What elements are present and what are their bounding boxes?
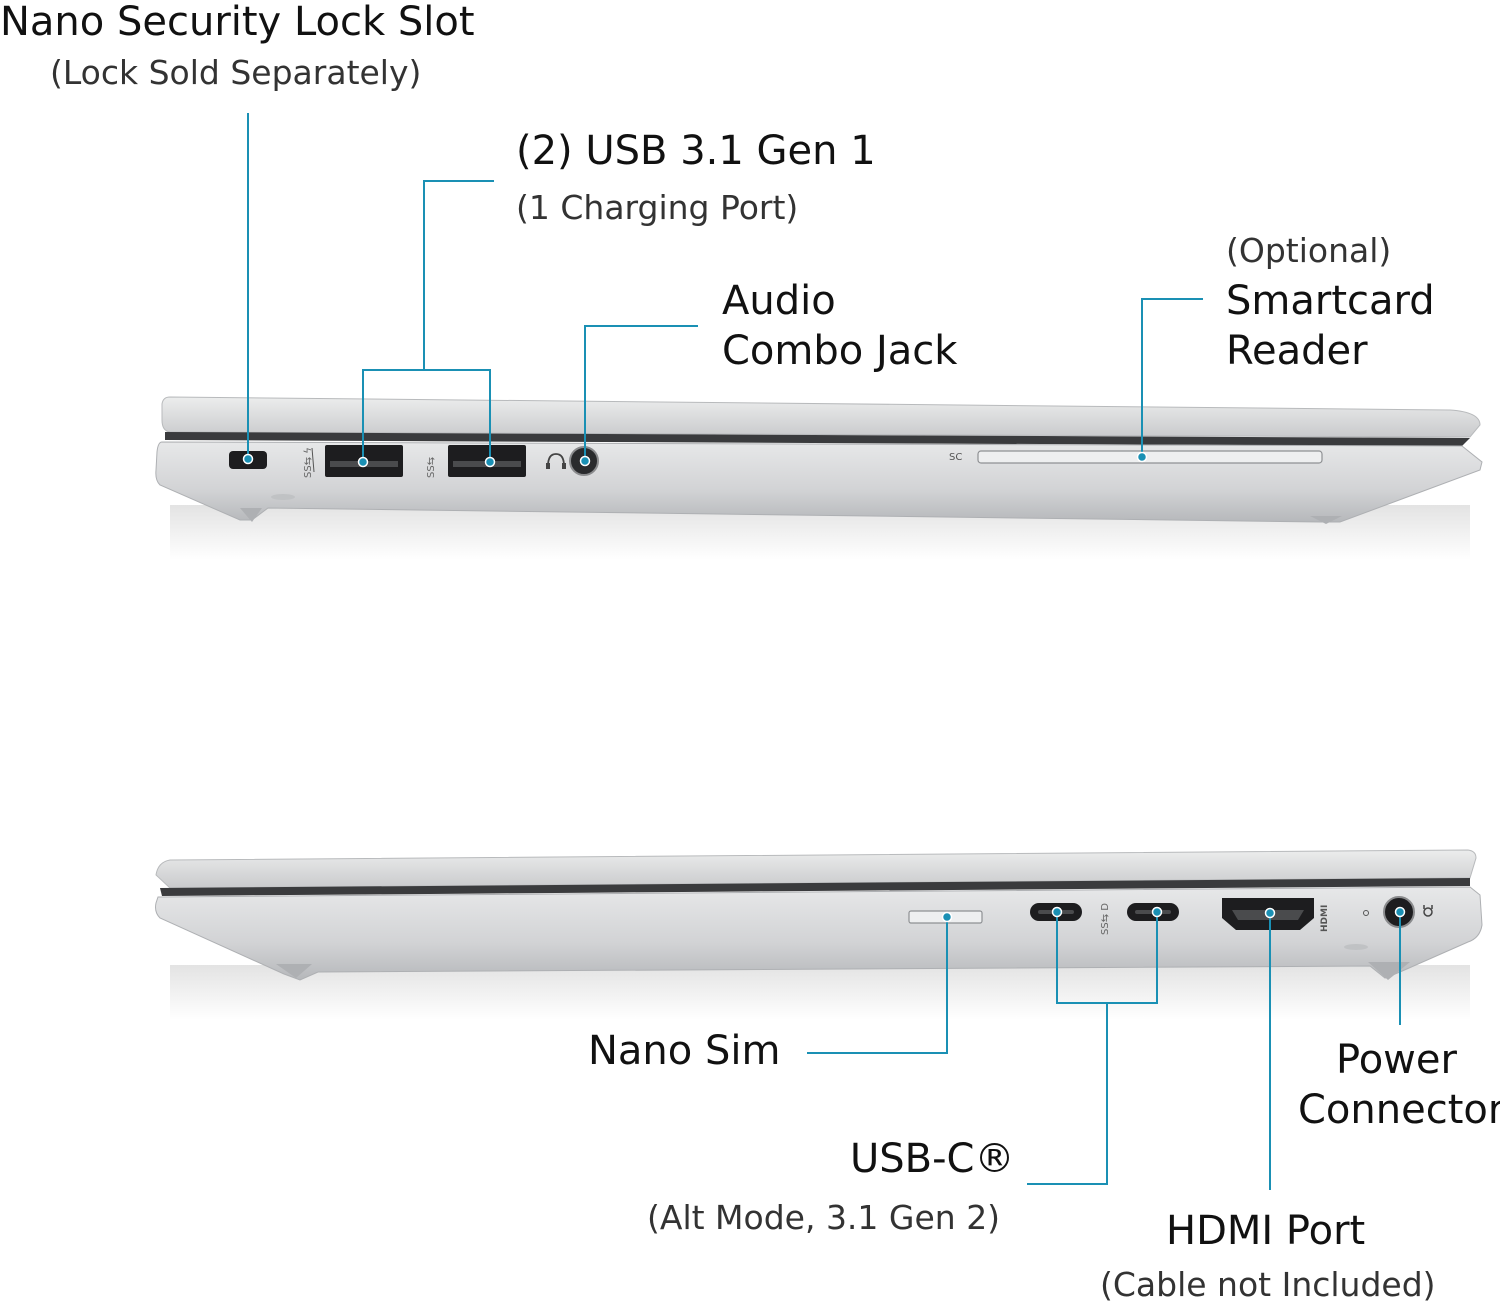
callout-dots — [242, 451, 1406, 923]
lock-slot-subtitle: (Lock Sold Separately) — [50, 53, 422, 92]
power-label-line2: Connector — [1298, 1087, 1500, 1133]
usbc-title: USB-C® — [850, 1136, 1015, 1182]
smartcard-label-line2: Reader — [1226, 328, 1368, 374]
callout-lines — [247, 113, 1401, 1190]
headphone-icon — [546, 453, 566, 469]
smartcard-label-line1: Smartcard — [1226, 278, 1435, 324]
hdmi-mark: HDMI — [1320, 905, 1330, 932]
smartcard-mark: SC — [949, 452, 962, 463]
lock-slot-title: Nano Security Lock Slot — [0, 0, 475, 45]
audio-label-line1: Audio — [722, 278, 836, 324]
usbc-subtitle: (Alt Mode, 3.1 Gen 2) — [647, 1198, 1001, 1237]
smartcard-optional: (Optional) — [1226, 231, 1392, 270]
usb-subtitle: (1 Charging Port) — [516, 188, 799, 227]
power-plug-icon — [1423, 905, 1433, 917]
hdmi-subtitle: (Cable not Included) — [1100, 1265, 1436, 1304]
svg-text:SS⇆ D: SS⇆ D — [1100, 903, 1111, 935]
smartcard-slot — [977, 450, 1323, 464]
power-label-line1: Power — [1336, 1037, 1457, 1083]
svg-text:SS⇆: SS⇆ — [426, 457, 437, 478]
nano-sim-label: Nano Sim — [588, 1028, 781, 1074]
hdmi-title: HDMI Port — [1166, 1208, 1366, 1254]
laptop-left-side: SS⇆ ϟ SS⇆ — [155, 396, 1483, 560]
status-led — [1363, 910, 1369, 916]
usb-title: (2) USB 3.1 Gen 1 — [516, 128, 876, 174]
audio-label-line2: Combo Jack — [722, 328, 958, 374]
laptop-right-side: SS⇆ D — [155, 849, 1483, 1020]
svg-text:SS⇆ ϟ: SS⇆ ϟ — [303, 447, 314, 478]
